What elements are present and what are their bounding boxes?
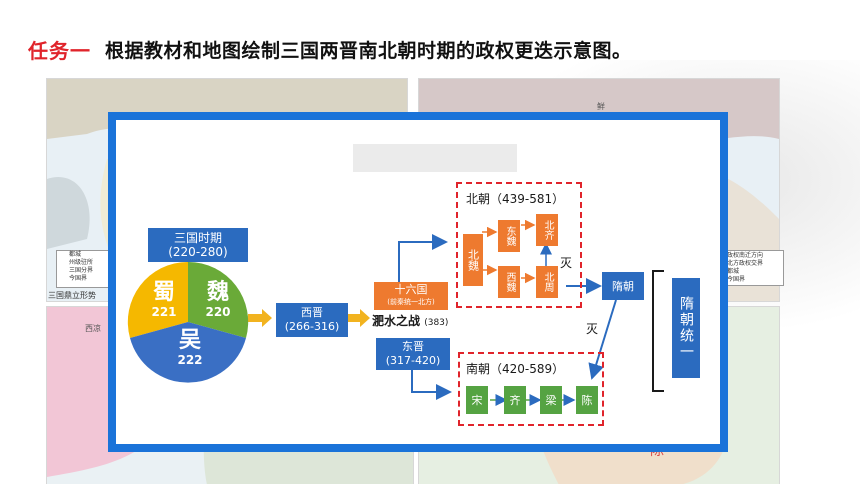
task-label: 任务一 xyxy=(28,38,91,63)
redacted-block xyxy=(353,144,517,172)
legend-item: 都城 xyxy=(69,251,82,258)
yellow-arrow-2 xyxy=(346,309,370,327)
shiliuguo-box: 十六国 (前秦统一北方) xyxy=(374,282,448,310)
legend-item: 三国分界 xyxy=(69,267,94,274)
shiliuguo-sub: (前秦统一北方) xyxy=(387,298,435,306)
xiwei-box: 西魏 xyxy=(498,266,520,298)
legend-item: 都城 xyxy=(727,268,740,275)
beichao-group xyxy=(456,182,582,308)
beiwei-box: 北魏 xyxy=(463,234,483,286)
map-legend-right: 政权南迁方向 北方政权交界 都城 今国界 xyxy=(724,250,784,286)
feishui-name: 淝水之战 xyxy=(372,314,421,328)
mie-label-north: 灭 xyxy=(560,256,573,270)
map-word-xiliang: 西凉 xyxy=(85,324,101,333)
map-word-xian: 鲜 xyxy=(597,102,605,111)
liang-box: 梁 xyxy=(540,386,562,414)
map-caption: 三国鼎立形势 xyxy=(48,291,96,300)
arrow-to-beichao-block xyxy=(398,234,448,282)
sanguo-box: 三国时期 (220-280) xyxy=(148,228,248,262)
xijin-years: (266-316) xyxy=(284,320,340,333)
sanguo-years: (220-280) xyxy=(168,245,228,259)
qi-box: 齐 xyxy=(504,386,526,414)
dongjin-years: (317-420) xyxy=(385,354,441,367)
title-row: 任务一 根据教材和地图绘制三国两晋南北朝时期的政权更迭示意图。 xyxy=(28,34,632,64)
shiliuguo-name: 十六国 xyxy=(394,283,428,296)
nanchao-label: 南朝（420-589） xyxy=(466,362,565,376)
sanguo-title: 三国时期 xyxy=(173,231,222,245)
wu-name: 吴 xyxy=(178,328,201,353)
xijin-name: 西晋 xyxy=(301,306,323,319)
feishui-label: 淝水之战 (383) xyxy=(372,312,448,329)
feishui-year: (383) xyxy=(424,318,449,328)
sui-unify-box: 隋朝统一 xyxy=(672,278,700,378)
task-text: 根据教材和地图绘制三国两晋南北朝时期的政权更迭示意图。 xyxy=(105,39,632,62)
beizhou-box: 北周 xyxy=(536,266,558,298)
wei-name: 魏 xyxy=(206,280,229,305)
legend-item: 政权南迁方向 xyxy=(727,252,764,259)
wu-label: 吴 222 xyxy=(168,326,212,370)
suichao-box: 隋朝 xyxy=(602,272,644,300)
wei-year: 220 xyxy=(205,305,231,319)
legend-item: 北方政权交界 xyxy=(727,260,764,267)
chen-box: 陈 xyxy=(576,386,598,414)
shu-year: 221 xyxy=(151,305,177,319)
song-box: 宋 xyxy=(466,386,488,414)
wu-year: 222 xyxy=(177,353,203,367)
beichao-label: 北朝（439-581） xyxy=(466,192,565,206)
shu-label: 蜀 221 xyxy=(144,278,184,322)
shu-name: 蜀 xyxy=(152,280,175,305)
dongwei-box: 东魏 xyxy=(498,220,520,252)
diagram-canvas: 三国时期 (220-280) 蜀 221 魏 220 吴 222 西晋 (266… xyxy=(116,120,720,444)
xijin-box: 西晋 (266-316) xyxy=(276,303,348,337)
mie-label-south: 灭 xyxy=(586,322,599,336)
legend-item: 今国界 xyxy=(69,275,88,282)
dongjin-box: 东晋 (317-420) xyxy=(376,338,450,370)
connector-lines xyxy=(127,219,617,406)
nanchao-group xyxy=(458,352,604,426)
legend-item: 州级驻所 xyxy=(69,259,94,266)
yellow-arrow-1 xyxy=(248,309,272,327)
arrow-to-nanchao xyxy=(411,364,452,400)
dongjin-name: 东晋 xyxy=(402,340,424,353)
unify-bracket xyxy=(652,270,664,392)
wei-label: 魏 220 xyxy=(196,278,240,322)
legend-item: 今国界 xyxy=(727,276,746,283)
beiqi-box: 北齐 xyxy=(536,214,558,246)
diagram-panel: 三国时期 (220-280) 蜀 221 魏 220 吴 222 西晋 (266… xyxy=(108,112,728,452)
arrow-sui-to-chen xyxy=(588,299,617,380)
